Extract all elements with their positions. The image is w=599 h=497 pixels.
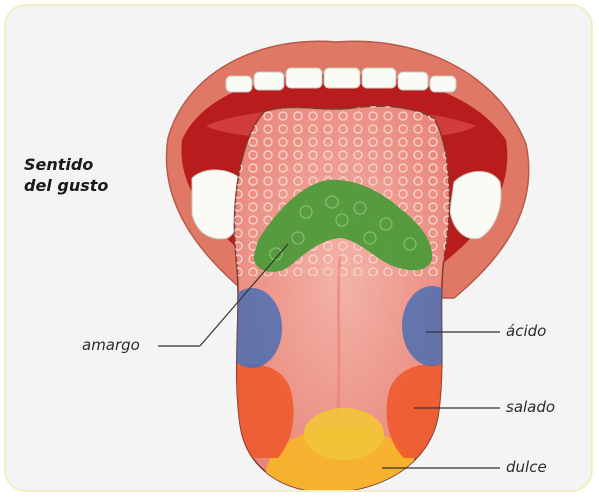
sour-zone-left — [222, 288, 282, 368]
label-salado: salado — [506, 398, 555, 416]
upper-teeth — [226, 68, 456, 92]
diagram-frame: Sentido del gusto amargo ácido salado du… — [4, 4, 593, 492]
label-dulce: dulce — [506, 458, 547, 476]
label-amargo: amargo — [82, 336, 140, 354]
diagram-title: Sentido del gusto — [24, 154, 108, 196]
mouth-tongue-illustration — [6, 6, 593, 492]
title-line-1: Sentido — [24, 154, 108, 175]
label-acido: ácido — [506, 322, 546, 340]
title-line-2: del gusto — [24, 175, 108, 196]
